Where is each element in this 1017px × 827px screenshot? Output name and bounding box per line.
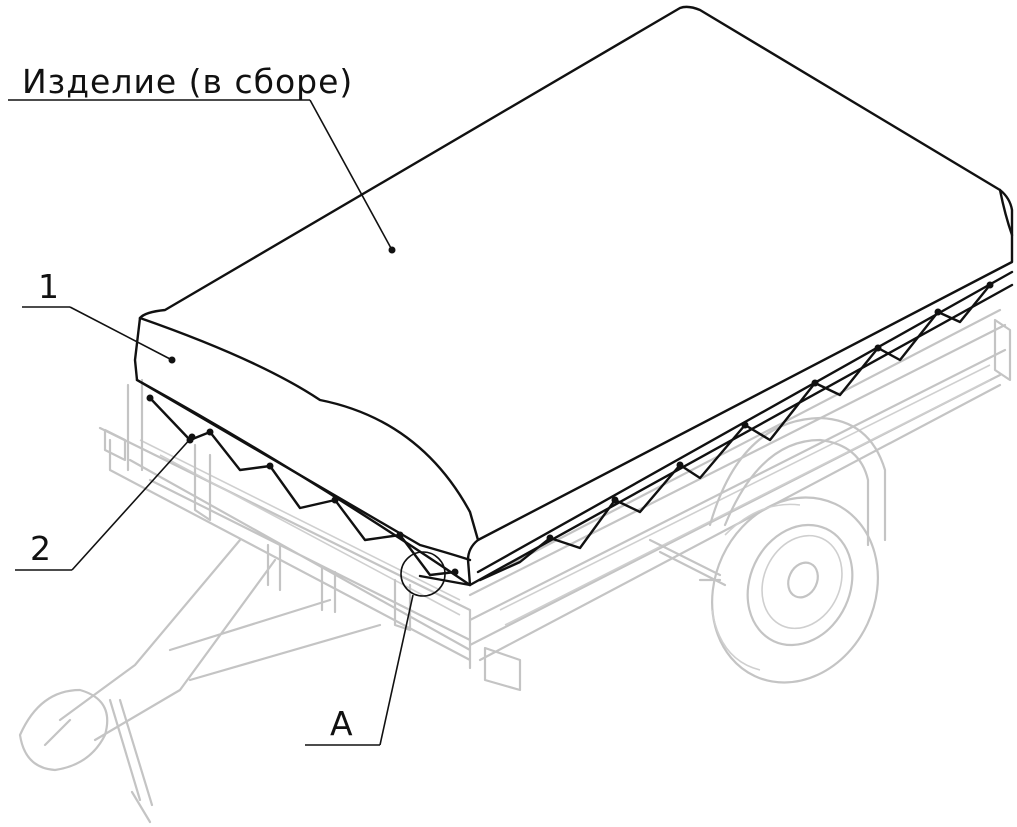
stake-front: [126, 378, 144, 472]
assembly-label: Изделие (в сборе): [22, 62, 353, 101]
stake-left: [193, 443, 212, 522]
tow-hitch: [18, 688, 109, 772]
callout-2: 2: [15, 433, 196, 571]
drawbar: [58, 538, 382, 742]
tent-front-flap: [133, 316, 472, 562]
trailer-frame: [18, 308, 1012, 824]
cord-front: [148, 396, 457, 577]
side-rail-long: [468, 308, 1007, 662]
fender: [708, 416, 887, 547]
side-rail-grid: [139, 364, 991, 626]
tent-ridge: [138, 316, 480, 542]
tent-front-hem: [135, 378, 472, 587]
side-rail-right: [993, 318, 1012, 382]
callout-1-label: 1: [38, 267, 60, 306]
callout-2-label: 2: [30, 529, 52, 568]
bracket-front: [103, 428, 127, 462]
bracket-rear: [483, 646, 522, 692]
lacing-cord: [146, 281, 994, 582]
tent-fold-edge: [998, 188, 1014, 237]
axle: [648, 538, 727, 587]
stake-mid: [266, 543, 337, 614]
callout-1: 1: [22, 267, 176, 364]
wheel: [711, 496, 879, 684]
callout-A-label: А: [330, 704, 354, 743]
support-leg: [108, 698, 154, 824]
side-rail-front: [98, 426, 472, 670]
detail-circle: [400, 551, 446, 597]
callout-assembly: Изделие (в сборе): [8, 62, 396, 254]
callout-A: А: [305, 551, 446, 746]
